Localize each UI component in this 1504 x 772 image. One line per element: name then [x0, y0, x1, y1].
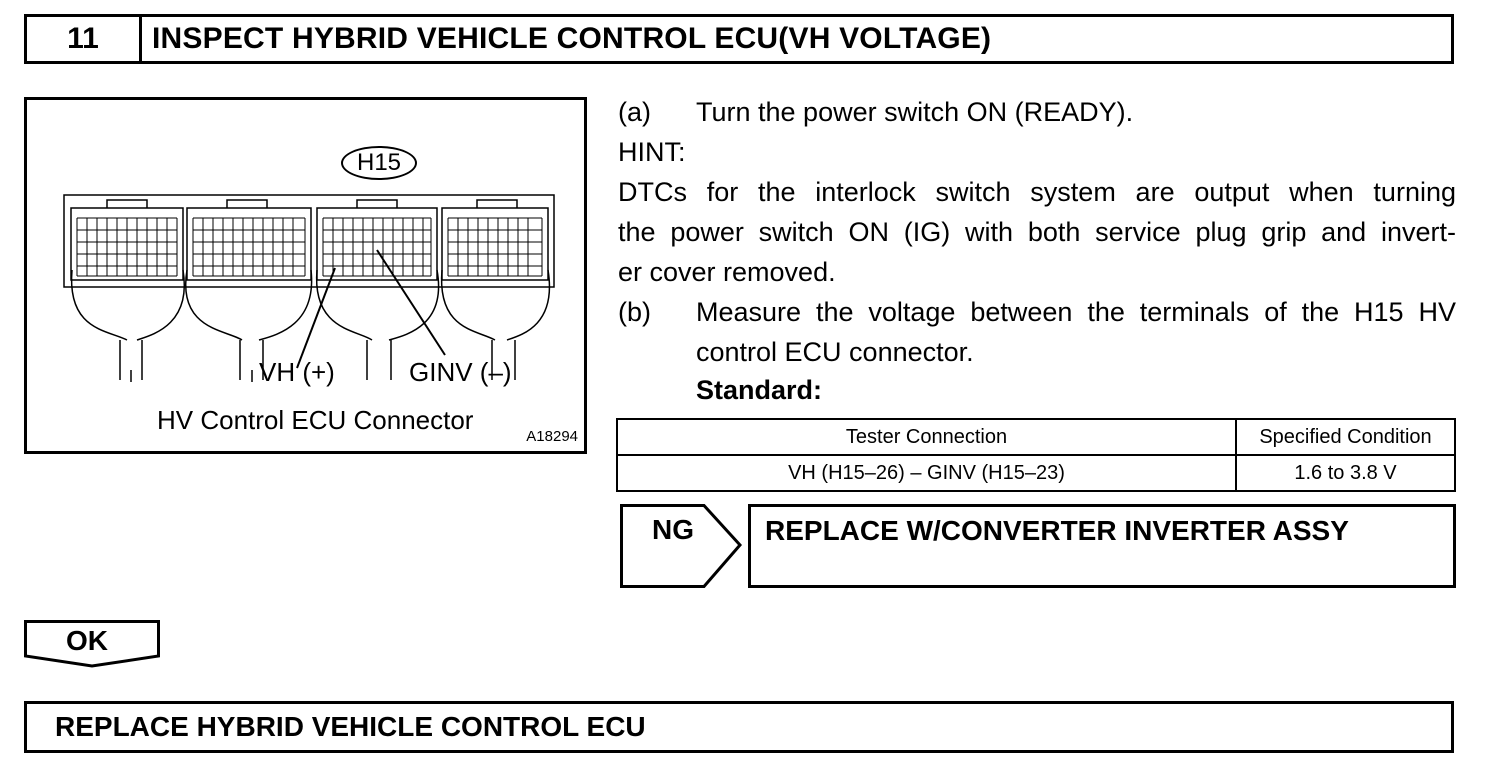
step-b-line: control ECU connector.: [696, 337, 974, 367]
hint-line: the power switch ON (IG) with both servi…: [618, 217, 1456, 247]
hint-line: er cover removed.: [618, 257, 836, 287]
step-a-text: Turn the power switch ON (READY).: [696, 97, 1134, 127]
table-header: Tester Connection: [616, 418, 1237, 456]
hint-line: DTCs for the interlock switch system are…: [618, 177, 1456, 207]
standard-label: Standard:: [696, 375, 823, 405]
step-title: INSPECT HYBRID VEHICLE CONTROL ECU(VH VO…: [152, 22, 992, 55]
step-header: 11 INSPECT HYBRID VEHICLE CONTROL ECU(VH…: [24, 14, 1454, 64]
spec-table: Tester Connection Specified Condition VH…: [616, 418, 1456, 492]
hint-label: HINT:: [618, 137, 686, 167]
table-row: VH (H15–26) – GINV (H15–23) 1.6 to 3.8 V: [616, 454, 1456, 492]
ok-arrow-shape: [24, 620, 160, 668]
table-cell: 1.6 to 3.8 V: [1235, 454, 1456, 492]
connector-figure: H15 VH (+) GINV (–) HV Control ECU Conne…: [24, 97, 587, 454]
step-a-marker: (a): [618, 97, 651, 127]
ng-branch: NG REPLACE W/CONVERTER INVERTER ASSY: [620, 504, 1456, 588]
terminal-label-vh: VH (+): [259, 357, 335, 387]
ng-result-box: REPLACE W/CONVERTER INVERTER ASSY: [748, 504, 1456, 588]
step-b-marker: (b): [618, 297, 651, 327]
connector-diagram: [63, 194, 555, 382]
terminal-label-ginv: GINV (–): [409, 357, 512, 387]
ng-label: NG: [652, 514, 694, 545]
figure-caption: HV Control ECU Connector: [157, 405, 474, 435]
ng-result-text: REPLACE W/CONVERTER INVERTER ASSY: [765, 515, 1349, 546]
table-cell: VH (H15–26) – GINV (H15–23): [616, 454, 1237, 492]
ok-branch: OK: [24, 620, 160, 670]
step-b-line: Measure the voltage between the terminal…: [696, 297, 1456, 327]
final-result-text: REPLACE HYBRID VEHICLE CONTROL ECU: [55, 711, 646, 742]
figure-code: A18294: [526, 428, 578, 445]
ng-arrow-shape: [620, 504, 743, 588]
connector-id-badge: H15: [341, 146, 417, 180]
step-number: 11: [27, 17, 142, 61]
ok-label: OK: [66, 625, 108, 656]
table-header: Specified Condition: [1235, 418, 1456, 456]
final-result-box: REPLACE HYBRID VEHICLE CONTROL ECU: [24, 701, 1454, 753]
table-header-row: Tester Connection Specified Condition: [616, 418, 1456, 456]
